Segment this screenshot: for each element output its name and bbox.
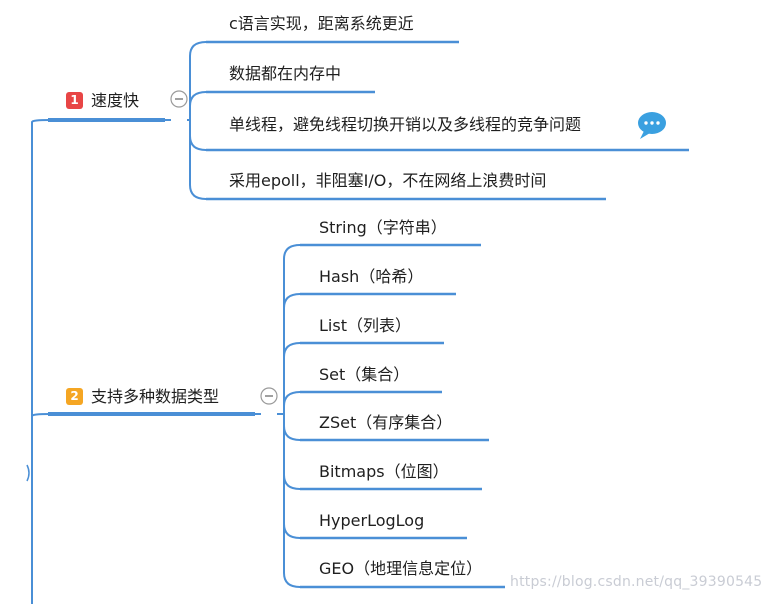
branch-2-topic[interactable]: 2 支持多种数据类型 [66, 385, 219, 409]
child-2-4[interactable]: Set（集合） [319, 365, 410, 384]
branch-1-curve-3 [189, 120, 207, 151]
comment-bubble-icon[interactable] [638, 112, 666, 139]
watermark-text: https://blog.csdn.net/qq_39390545 [510, 574, 763, 590]
collapse-minus-icon[interactable] [260, 387, 278, 405]
collapse-minus-icon[interactable] [170, 90, 188, 108]
branch-2-curve-3 [283, 342, 301, 414]
child-2-2[interactable]: Hash（哈希） [319, 267, 424, 286]
branch-2-label: 支持多种数据类型 [91, 387, 220, 406]
branch-2-curve-4 [283, 391, 301, 414]
branch-2-curve-7 [283, 414, 301, 539]
branch-2-curve-6 [283, 414, 301, 490]
root-connector-1 [31, 119, 51, 123]
priority-2-badge: 2 [66, 388, 83, 405]
branch-1-curve-1 [189, 41, 207, 120]
branch-1-curve-2 [189, 91, 207, 120]
child-2-7[interactable]: HyperLogLog [319, 511, 425, 530]
child-1-4[interactable]: 采用epoll，非阻塞I/O，不在网络上浪费时间 [229, 171, 547, 190]
branch-2-curve-2 [283, 293, 301, 414]
child-1-2[interactable]: 数据都在内存中 [229, 64, 342, 83]
child-2-3[interactable]: List（列表） [319, 316, 411, 335]
child-1-3[interactable]: 单线程，避免线程切换开销以及多线程的竞争问题 [229, 115, 582, 134]
branch-1-topic[interactable]: 1 速度快 [66, 89, 139, 113]
root-connector-2 [31, 413, 51, 417]
child-1-1[interactable]: c语言实现，距离系统更近 [229, 14, 414, 33]
child-2-6[interactable]: Bitmaps（位图） [319, 462, 449, 481]
branch-1-curve-4 [189, 120, 207, 200]
branch-2-curve-8 [283, 414, 301, 588]
child-2-8[interactable]: GEO（地理信息定位） [319, 559, 483, 578]
branch-2-curve-1 [283, 244, 301, 414]
child-2-5[interactable]: ZSet（有序集合） [319, 413, 453, 432]
chevron-left-icon[interactable] [26, 464, 30, 482]
priority-1-badge: 1 [66, 92, 83, 109]
child-2-1[interactable]: String（字符串） [319, 218, 447, 237]
branch-2-curve-5 [283, 414, 301, 441]
branch-1-label: 速度快 [91, 91, 140, 110]
